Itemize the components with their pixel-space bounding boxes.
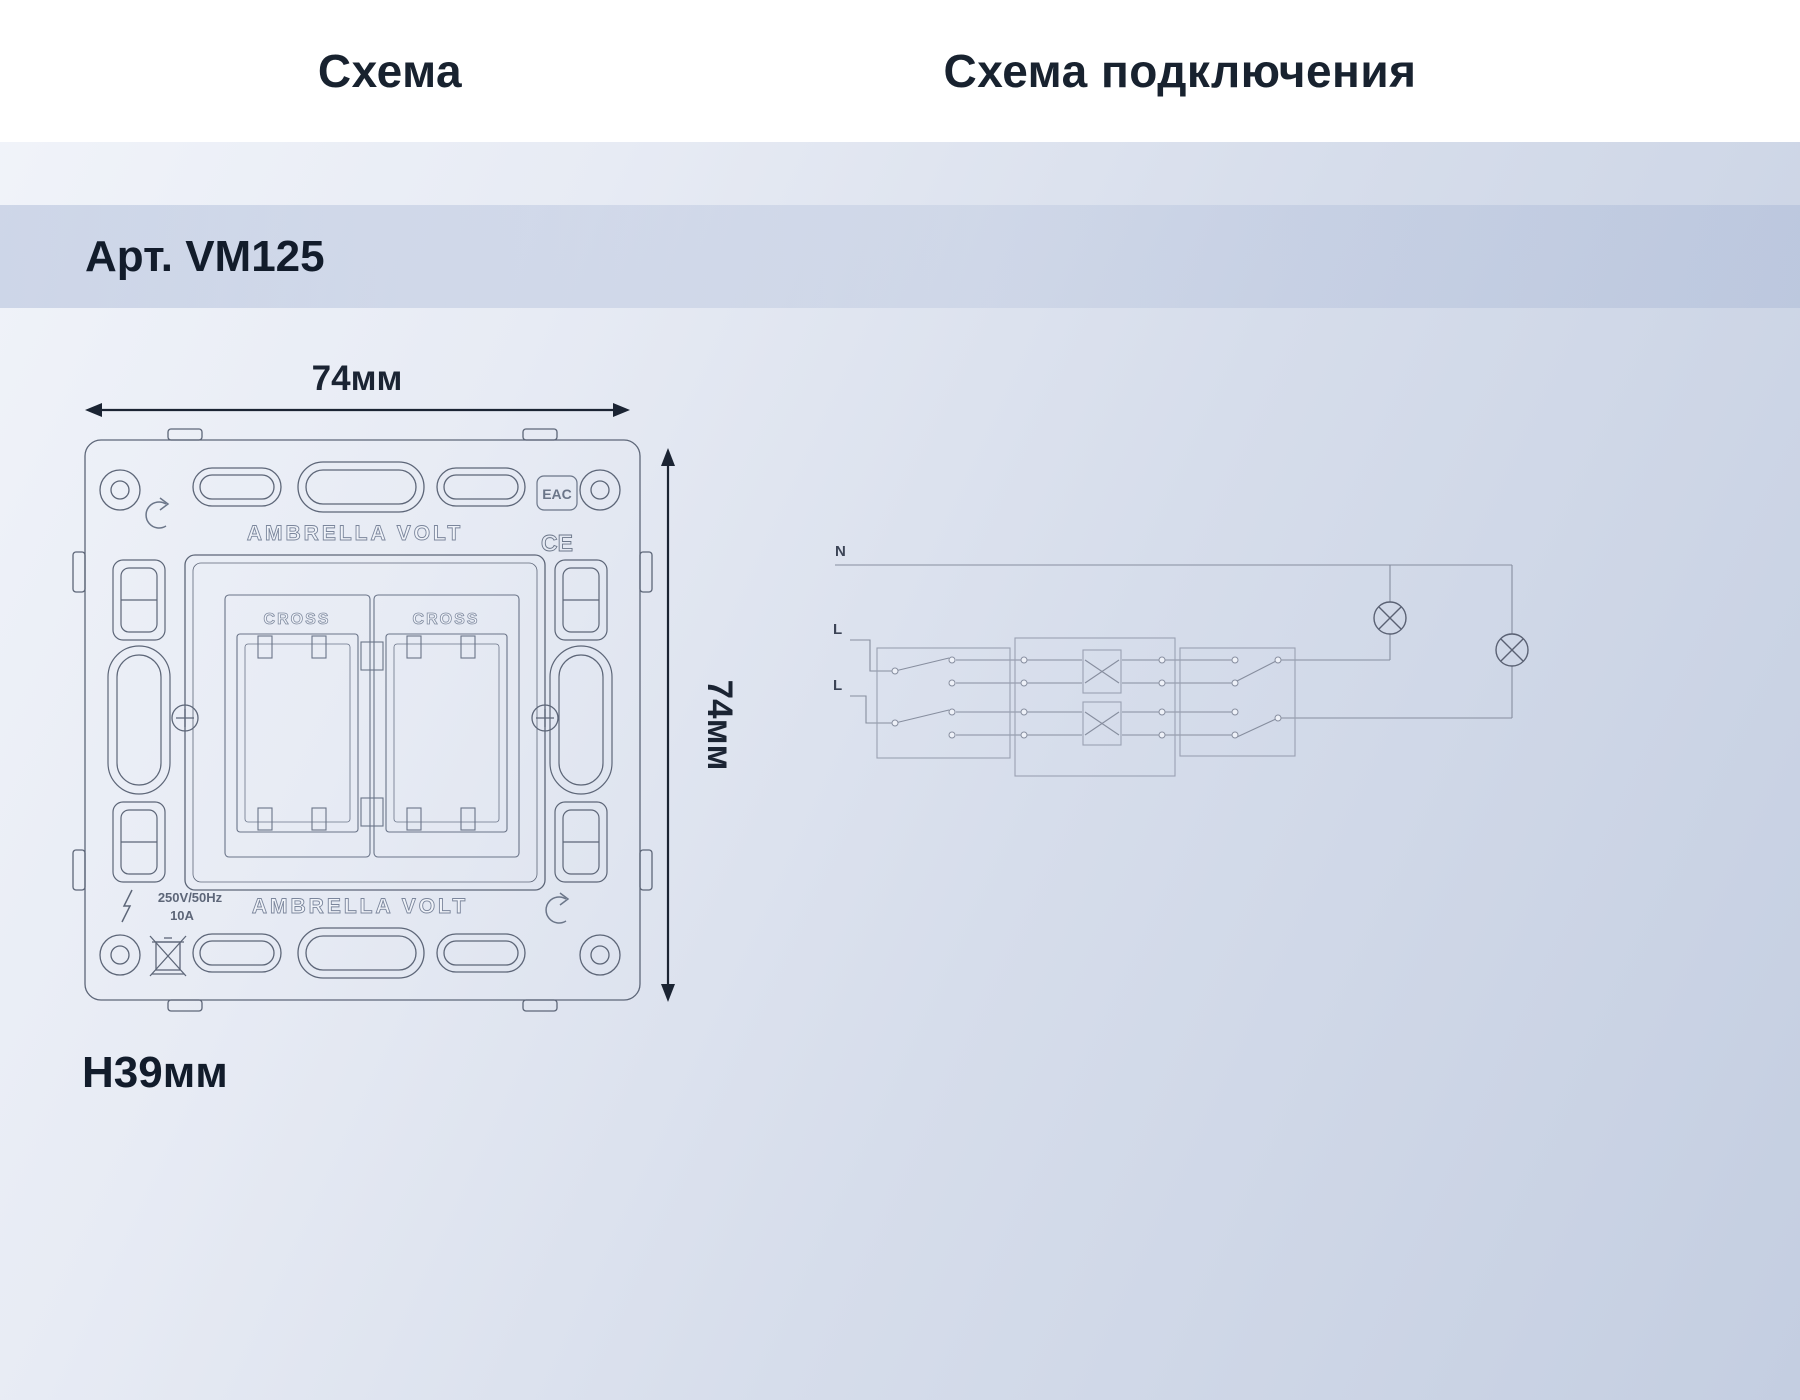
side-arms bbox=[107, 645, 613, 795]
width-dimension-arrow bbox=[85, 403, 630, 417]
eac-mark-label: EAC bbox=[542, 486, 572, 502]
page-header bbox=[0, 0, 1800, 142]
fixing-screws bbox=[171, 704, 559, 732]
article-band: Арт. VM125 bbox=[0, 205, 1800, 308]
right-panel-title: Схема подключения bbox=[943, 45, 1417, 97]
mechanism-technical-drawing: 74мм 74мм bbox=[72, 359, 739, 1012]
left-panel-title: Схема bbox=[317, 45, 463, 97]
height-dimension-arrow bbox=[661, 448, 675, 1002]
side-claws bbox=[112, 559, 608, 883]
line-label-2: L bbox=[833, 677, 842, 694]
module-left-label: CROSS bbox=[264, 611, 331, 628]
height-dimension-label: 74мм bbox=[700, 680, 739, 771]
wiring-diagram: N L L bbox=[833, 543, 1529, 777]
inner-frame bbox=[184, 554, 546, 891]
width-dimension-label: 74мм bbox=[312, 359, 403, 398]
brand-engraving-top: AMBRELLA VOLT bbox=[247, 522, 463, 545]
article-number: Арт. VM125 bbox=[85, 231, 325, 281]
module-right-label: CROSS bbox=[413, 611, 480, 628]
switch-boxes bbox=[876, 637, 1296, 777]
lamp-icons bbox=[1373, 601, 1529, 667]
mounting-plate bbox=[72, 428, 653, 1012]
ce-mark: CE bbox=[541, 530, 573, 556]
contact-points bbox=[891, 656, 1282, 739]
trash-crossed-icon bbox=[149, 935, 187, 977]
depth-dimension-label: H39мм bbox=[82, 1048, 228, 1097]
rating-current: 10A bbox=[170, 908, 194, 923]
switch-modules bbox=[224, 594, 520, 858]
recycle-icon-bottom bbox=[545, 892, 570, 924]
neutral-label: N bbox=[835, 543, 846, 560]
recycle-icon-top bbox=[145, 497, 170, 529]
wires bbox=[835, 564, 1513, 738]
rating-voltage: 250V/50Hz bbox=[158, 890, 223, 905]
lightning-icon bbox=[121, 889, 133, 923]
line-label-1: L bbox=[833, 621, 842, 638]
brand-engraving-bottom: AMBRELLA VOLT bbox=[252, 895, 468, 918]
eac-mark: EAC bbox=[536, 475, 578, 511]
